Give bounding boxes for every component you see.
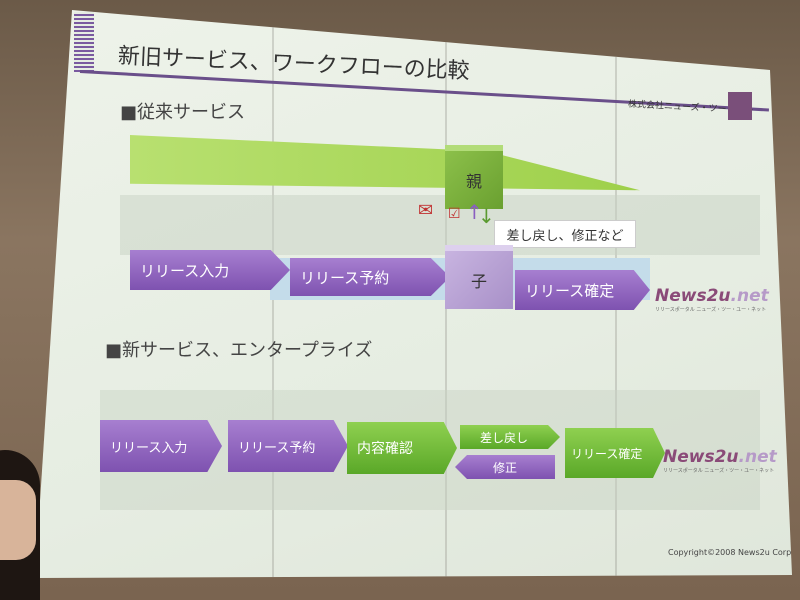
- step-release-input: リリース入力: [130, 250, 290, 290]
- company-logo-box: [728, 92, 752, 120]
- parent-flow-wedge: [130, 135, 640, 191]
- parent-cube: 親: [445, 145, 503, 209]
- old-service-heading: ■従来サービス: [120, 102, 246, 123]
- step-release-confirm: リリース確定: [515, 270, 650, 310]
- down-arrow-icon: ↓: [478, 204, 495, 228]
- title-accent: [74, 12, 94, 72]
- slide-title: 新旧サービス、ワークフローの比較: [117, 44, 471, 85]
- news2u-logo: News2u.net リリースポータル ニューズ・ツー・ユー・ネット: [655, 286, 769, 313]
- new-step-send-back: 差し戻し: [460, 425, 560, 449]
- copyright: Copyright©2008 News2u Corp.: [668, 548, 794, 557]
- up-arrow-icon: ↑: [466, 200, 483, 224]
- mail-check-icon: ✉: [418, 200, 434, 221]
- news2u-logo-2: News2u.net リリースポータル ニューズ・ツー・ユー・ネット: [663, 447, 777, 474]
- new-step-content-check: 内容確認: [347, 422, 457, 474]
- screen-seam: [272, 10, 274, 578]
- new-step-release-input: リリース入力: [100, 420, 222, 472]
- step-release-reserve: リリース予約: [290, 258, 450, 296]
- new-step-release-confirm: リリース確定: [565, 428, 665, 478]
- presenter-face: [0, 480, 36, 560]
- new-step-revise: 修正: [455, 455, 555, 479]
- new-step-release-reserve: リリース予約: [228, 420, 348, 472]
- checkbox-icon: ☑: [448, 206, 461, 222]
- child-cube: 子: [445, 245, 513, 309]
- new-service-heading: ■新サービス、エンタープライズ: [105, 340, 373, 361]
- feedback-note: 差し戻し、修正など: [494, 220, 636, 248]
- old-band: [120, 195, 760, 255]
